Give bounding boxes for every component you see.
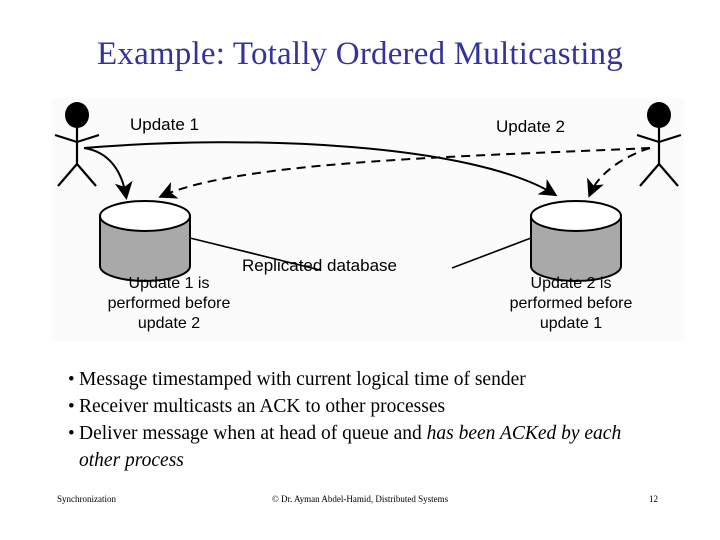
arrow-update2-to-remote-db	[158, 147, 651, 199]
bullet-text-3: Deliver message when at head of queue an…	[79, 420, 664, 474]
stick-figure-left	[54, 102, 100, 187]
leader-line-right	[451, 237, 532, 269]
bullet-text-3-italic: has been ACKed by each other process	[79, 423, 622, 471]
arrow-update1-to-remote-db	[83, 141, 558, 197]
bullet-item-1: • Message timestamped with current logic…	[68, 366, 664, 393]
bullet-text-1: Message timestamped with current logical…	[79, 366, 664, 393]
page-title: Example: Totally Ordered Multicasting	[97, 36, 623, 72]
bullet-item-3: • Deliver message when at head of queue …	[68, 420, 664, 474]
replicated-database-right	[530, 200, 622, 282]
bullet-item-2: • Receiver multicasts an ACK to other pr…	[68, 393, 664, 420]
bullet-text-2: Receiver multicasts an ACK to other proc…	[79, 393, 664, 420]
arrow-update2-to-local-db	[587, 147, 651, 198]
totally-ordered-multicasting-diagram: Update 1 Update 2 Replicated database Up…	[52, 98, 684, 341]
bullet-list: • Message timestamped with current logic…	[64, 366, 664, 474]
bullet-marker-icon: •	[68, 369, 75, 390]
caption-left-line-3: update 2	[137, 315, 201, 332]
label-update-2: Update 2	[496, 117, 565, 136]
caption-left-line-1: Update 1 is	[128, 275, 210, 292]
footer-topic: Synchronization	[57, 494, 116, 504]
bullet-text-2-plain: Receiver multicasts an ACK to other proc…	[79, 396, 446, 417]
caption-right-database: Update 2 is performed before update 1	[476, 274, 666, 334]
arrow-update1-to-local-db	[83, 147, 133, 200]
bullet-text-1-plain: Message timestamped with current logical…	[79, 369, 526, 390]
caption-right-line-1: Update 2 is	[530, 275, 612, 292]
leader-line-left	[189, 237, 321, 271]
label-update-1: Update 1	[130, 115, 199, 134]
diagram-graphics	[54, 102, 682, 282]
bullet-marker-icon: •	[68, 423, 75, 444]
caption-left-line-2: performed before	[107, 295, 231, 312]
caption-right-line-3: update 1	[539, 315, 603, 332]
caption-right-line-2: performed before	[509, 295, 633, 312]
caption-left-database: Update 1 is performed before update 2	[74, 274, 264, 334]
stick-figure-right	[636, 102, 682, 187]
footer-copyright: © Dr. Ayman Abdel-Hamid, Distributed Sys…	[271, 494, 449, 504]
label-replicated-database: Replicated database	[242, 256, 398, 275]
replicated-database-left	[99, 200, 191, 282]
footer: Synchronization © Dr. Ayman Abdel-Hamid,…	[0, 494, 720, 510]
bullet-marker-icon: •	[68, 396, 75, 417]
bullet-text-3-plain: Deliver message when at head of queue an…	[79, 423, 427, 444]
footer-page-number: 12	[649, 494, 658, 504]
